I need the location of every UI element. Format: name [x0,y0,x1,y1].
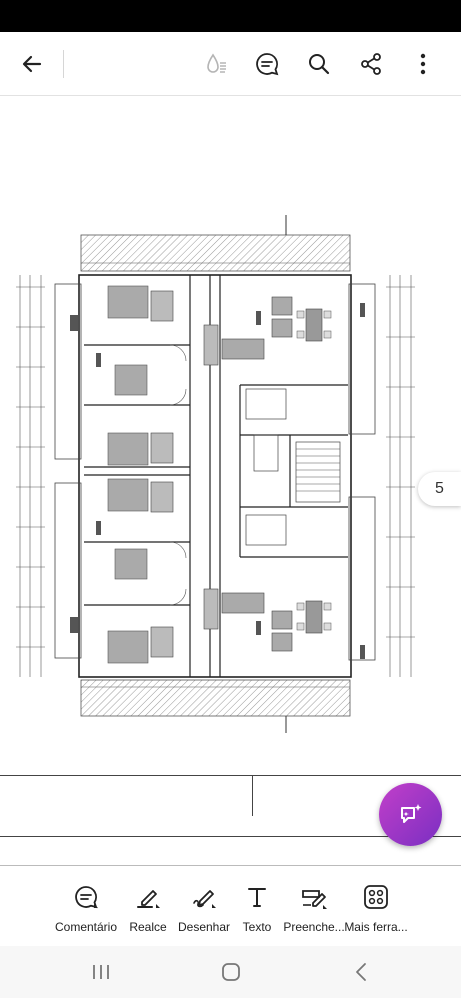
back-arrow-icon[interactable] [14,46,50,82]
page-number: 5 [435,480,444,497]
home-icon[interactable] [216,958,246,986]
comment-icon [75,886,98,909]
bottom-tools-bar: Comentário Realce Desenhar Texto Preench… [0,870,461,946]
fill-sign-icon [302,890,327,909]
tool-text[interactable]: Texto [219,880,295,944]
page-number-badge: 5 [418,472,461,506]
text-icon [248,888,266,907]
top-toolbar [0,32,461,96]
tool-highlight-label: Realce [129,920,167,934]
more-tools-icon [364,885,388,909]
tool-draw[interactable]: Desenhar [166,880,242,944]
recent-apps-icon[interactable] [86,958,116,986]
tool-comment-label: Comentário [54,920,118,934]
search-icon[interactable] [301,46,337,82]
tool-text-label: Texto [242,920,272,934]
ai-assistant-button[interactable] [379,783,442,846]
tool-draw-label: Desenhar [177,920,231,934]
tool-fill-sign-label: Preenche... [283,920,345,934]
draw-icon [193,890,216,908]
comment-list-icon[interactable] [249,46,285,82]
next-page-line [0,865,461,866]
more-vertical-icon[interactable] [405,46,441,82]
read-aloud-icon[interactable] [198,46,234,82]
tool-more-tools-label: Mais ferra... [344,920,408,934]
system-nav-bar [0,946,461,998]
tool-comment[interactable]: Comentário [48,880,124,944]
tool-fill-sign[interactable]: Preenche... [276,880,352,944]
status-bar [0,0,461,32]
tool-more-tools[interactable]: Mais ferra... [338,880,414,944]
toolbar-divider [63,50,64,78]
floor-plan-drawing [16,215,415,733]
next-page-divider [252,776,253,816]
ai-assistant-chat-icon [400,803,421,823]
highlighter-icon [137,890,160,908]
back-icon[interactable] [346,958,376,986]
tool-highlight[interactable]: Realce [110,880,186,944]
document-viewer[interactable] [0,97,461,770]
share-icon[interactable] [353,46,389,82]
